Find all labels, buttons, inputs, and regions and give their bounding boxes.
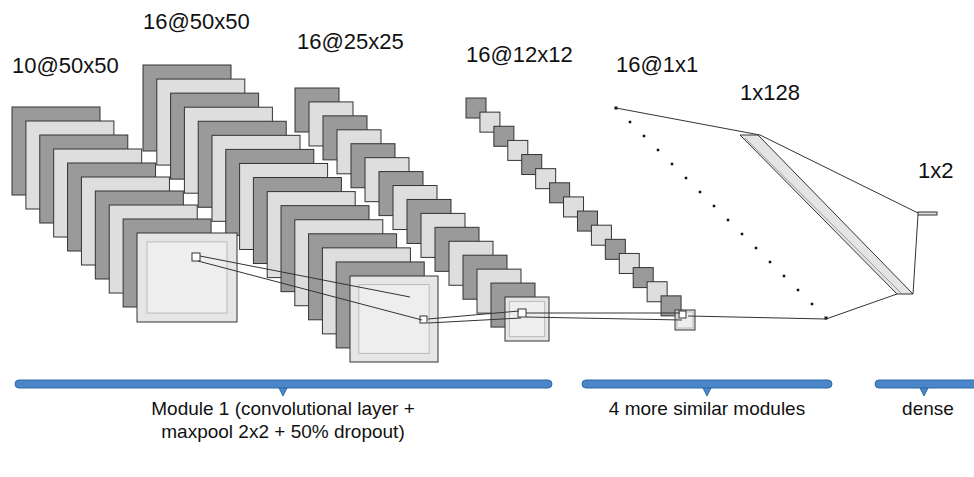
- unit-dot: [671, 163, 674, 166]
- feature-map: [509, 301, 544, 336]
- layer-size: 1x2: [918, 158, 953, 184]
- unit-dot: [783, 275, 786, 278]
- layer-size: 16@12x12: [466, 42, 573, 68]
- group-brackets: [15, 380, 974, 396]
- feature-map-stacks: [12, 65, 828, 362]
- layer-size: 10@50x50: [12, 53, 119, 79]
- feature-map: [192, 253, 200, 261]
- unit-dot: [713, 205, 716, 208]
- layer-size: 16@25x25: [297, 29, 404, 55]
- feature-map: [518, 309, 526, 317]
- layer-size: 16@1x1: [616, 52, 698, 78]
- feature-map: [147, 242, 227, 313]
- feature-map: [137, 233, 237, 322]
- connection-lines: [198, 108, 918, 323]
- layer-size: 1x128: [740, 80, 800, 106]
- group-caption: 4 more similar modules: [600, 398, 814, 421]
- unit-dot: [699, 191, 702, 194]
- output-bar: [918, 212, 937, 215]
- unit-dot: [643, 135, 646, 138]
- unit-dot: [797, 289, 800, 292]
- unit-dot: [685, 177, 688, 180]
- dense-layer-edge: [745, 138, 901, 293]
- group-caption: dense: [888, 398, 968, 421]
- group-caption: Module 1 (convolutional layer + maxpool …: [123, 398, 443, 444]
- unit-dot: [769, 261, 772, 264]
- dense-layer-bar: [740, 135, 913, 294]
- unit-dot: [727, 219, 730, 222]
- unit-dot: [657, 149, 660, 152]
- feature-map: [350, 276, 438, 362]
- unit-dot: [629, 121, 632, 124]
- feature-map: [679, 311, 686, 318]
- unit-dot: [811, 303, 814, 306]
- unit-dot: [741, 233, 744, 236]
- unit-dot: [755, 247, 758, 250]
- layer-size: 16@50x50: [143, 9, 250, 35]
